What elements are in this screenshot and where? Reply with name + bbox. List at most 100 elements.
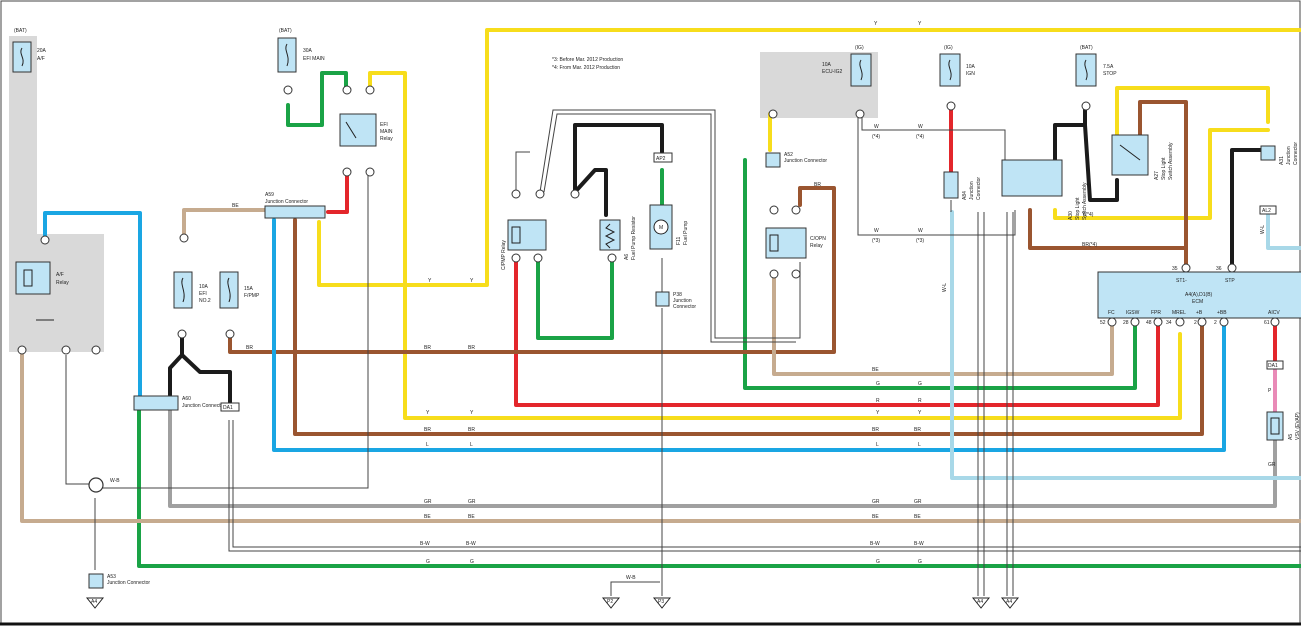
svg-text:A4: A4 — [1006, 599, 1012, 605]
lbl-g-3: G — [876, 559, 880, 565]
fuse-efi-main-rating: 30A — [303, 48, 313, 54]
lbl-star4-2: (*4) — [916, 134, 924, 140]
pin-b-num: 2 — [1194, 320, 1197, 326]
wire-black-cpmp — [573, 168, 608, 217]
pin-mrel-num: 34 — [1166, 320, 1172, 326]
lbl-be-4: BE — [914, 514, 921, 520]
lbl-g-5: G — [876, 381, 880, 387]
pin-bb-name: +BB — [1217, 310, 1227, 316]
term-relay-efi-3 — [342, 85, 352, 95]
term-efi-no2-bot — [177, 329, 187, 339]
lbl-yr: Y(*4) — [1082, 212, 1094, 218]
fuse-af-rating: 20A — [37, 48, 47, 54]
lbl-star4-1: (*4) — [872, 134, 880, 140]
term-ecm-fpr — [1153, 317, 1163, 327]
wire-brown-fuse — [228, 186, 836, 354]
fuse-af-name: A/F — [37, 56, 45, 62]
wire-brown-stop — [1138, 100, 1188, 270]
lbl-wl-2: W-L — [1260, 225, 1266, 234]
lbl-be-2: BE — [468, 514, 475, 520]
pin-stp-num: 36 — [1216, 266, 1222, 272]
relay-copn-label1: C/OPN — [810, 236, 826, 242]
switch-a27-name2: Switch Assembly — [1168, 142, 1174, 180]
fuse-ign-name: IGN — [966, 71, 975, 77]
wire-black-fuse — [573, 123, 664, 194]
vsv-a5-coil — [1270, 417, 1280, 435]
lbl-w-2: W — [918, 124, 923, 130]
junction-a31 — [1260, 145, 1276, 161]
lbl-l-4: L — [918, 442, 921, 448]
ground-p2: P2 — [601, 597, 621, 609]
wire-white-bw — [228, 420, 1301, 552]
pin-b-name: +B — [1196, 310, 1203, 316]
lbl-star3-2: (*3) — [916, 238, 924, 244]
term-copn-2 — [791, 205, 801, 215]
switch-a30-id: A30 — [1068, 211, 1074, 220]
junction-a53-id: A53 — [107, 574, 116, 580]
junction-a84-name2: Connector — [976, 177, 982, 200]
wire-black-stop — [1053, 108, 1087, 162]
pin-fc-num: 52 — [1100, 320, 1106, 326]
pin-stp-name: STP — [1225, 278, 1235, 284]
lbl-wb-1: W-B — [110, 478, 120, 484]
svg-text:P2: P2 — [607, 599, 613, 605]
relay-copn-coil — [769, 234, 779, 252]
resistor-a6-symbol — [604, 223, 616, 249]
relay-efi-main — [339, 113, 377, 147]
lbl-y-bot4: Y — [918, 410, 922, 416]
fuse-ecu-ig2-rating: 10A — [822, 62, 832, 68]
fuse-ign-rating: 10A — [966, 64, 976, 70]
term-ecm-aicv — [1270, 317, 1280, 327]
fuse-af-symbol — [20, 47, 24, 67]
fuse-efi-no2-symbol — [181, 277, 185, 303]
lbl-y-top2: Y — [918, 21, 922, 27]
connector-al2-label: AL2 — [1262, 208, 1271, 214]
lbl-br-5: BR — [468, 427, 475, 433]
splice-wb — [88, 477, 104, 493]
wire-beige-top — [182, 208, 267, 240]
lbl-r-2: R — [918, 398, 922, 404]
lbl-bw-4: B-W — [914, 541, 924, 547]
term-cpmp-3 — [511, 253, 521, 263]
switch-a30-name: Stop Light — [1075, 197, 1081, 220]
wire-yellow-efi — [368, 71, 1182, 420]
ground-p3: P3 — [652, 597, 672, 609]
wire-yellow-stop2 — [1053, 128, 1270, 220]
fuse-ecu-ig2-name: ECU-IG2 — [822, 69, 843, 75]
term-relay-efi-4 — [342, 167, 352, 177]
vsv-a5-name: VSV (EVAP) — [1295, 412, 1301, 440]
lbl-l-3: L — [876, 442, 879, 448]
lbl-br-2: BR — [424, 345, 431, 351]
lbl-be-5: BE — [232, 203, 239, 209]
lbl-y-top1: Y — [874, 21, 878, 27]
junction-p38-name: Junction — [673, 298, 692, 304]
lbl-br-4: BR — [424, 427, 431, 433]
junction-a60 — [133, 395, 179, 411]
lbl-y-bot3: Y — [876, 410, 880, 416]
ground-a4-mid1: A4 — [971, 597, 991, 609]
switch-a30 — [1001, 159, 1063, 197]
fuse-fpmp-rating: 15A — [244, 286, 254, 292]
fuse-fpmp-name: F/PMP — [244, 293, 260, 299]
relay-efi-label2: MAIN — [380, 129, 393, 135]
connector-al2 — [1259, 205, 1277, 215]
lbl-gr-2: GR — [468, 499, 476, 505]
wire-beige-ecm — [772, 276, 1114, 376]
wire-white-cpmp3 — [543, 113, 796, 343]
fuse-efi-main-name: EFI MAIN — [303, 56, 325, 62]
fuse-efi-no2-name: EFI — [199, 291, 207, 297]
svg-text:A4: A4 — [977, 599, 983, 605]
fuse-efi-main-source: (BAT) — [279, 28, 292, 34]
relay-efi-label1: EFI — [380, 122, 388, 128]
connector-ap2-label: AP2 — [656, 156, 666, 162]
fuse-ecu-ig2-source: (IG) — [855, 45, 864, 51]
lbl-gr-vsv: GR — [1268, 462, 1276, 468]
lbl-be-1: BE — [424, 514, 431, 520]
lbl-br-1: BR — [246, 345, 253, 351]
wire-red-efi — [326, 170, 349, 214]
junction-a60-id: A60 — [182, 396, 191, 402]
wire-blue-bottom — [272, 218, 1226, 452]
wire-black-efi3 — [180, 353, 232, 404]
wire-green-efi — [286, 71, 348, 127]
